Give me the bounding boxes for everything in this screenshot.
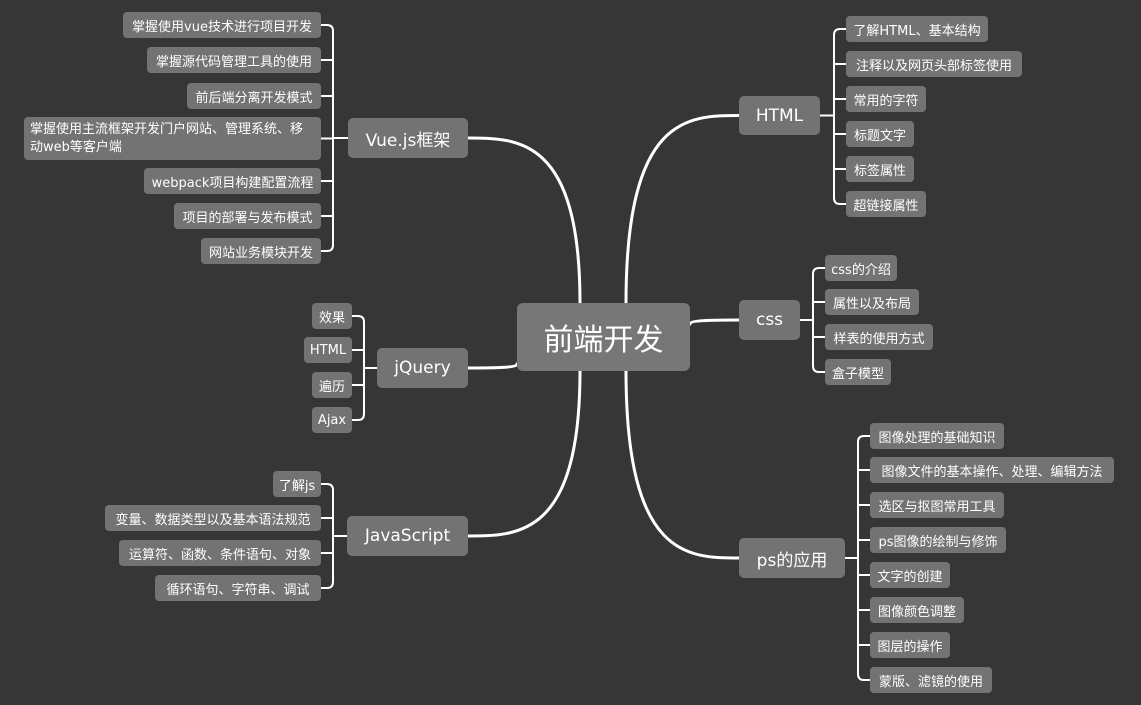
leaf-html-5[interactable]: 超链接属性 [846, 191, 926, 217]
leaf-css-3[interactable]: 盒子模型 [825, 359, 891, 385]
leaf-ps-3[interactable]: ps图像的绘制与修饰 [870, 527, 1006, 553]
leaf-css-1[interactable]: 属性以及布局 [825, 289, 919, 315]
branch-javascript[interactable]: JavaScript [347, 516, 468, 556]
leaf-vue-3[interactable]: 掌握使用主流框架开发门户网站、管理系统、移动web等客户端 [24, 117, 321, 160]
leaf-html-1[interactable]: 注释以及网页头部标签使用 [846, 51, 1022, 77]
leaf-html-3[interactable]: 标题文字 [846, 121, 914, 147]
leaf-ps-2[interactable]: 选区与抠图常用工具 [870, 492, 1004, 518]
leaf-ps-5[interactable]: 图像颜色调整 [870, 597, 964, 623]
leaf-html-0[interactable]: 了解HTML、基本结构 [846, 16, 988, 42]
branch-css-bracket [812, 267, 820, 373]
leaf-vue-6[interactable]: 网站业务模块开发 [201, 238, 321, 264]
leaf-js-2[interactable]: 运算符、函数、条件语句、对象 [119, 540, 321, 566]
branch-jquery-bracket [357, 315, 365, 421]
leaf-js-3[interactable]: 循环语句、字符串、调试 [155, 575, 321, 601]
leaf-ps-6[interactable]: 图层的操作 [870, 632, 950, 658]
leaf-jquery-0[interactable]: 效果 [312, 303, 352, 329]
leaf-ps-1[interactable]: 图像文件的基本操作、处理、编辑方法 [870, 457, 1114, 483]
leaf-jquery-2[interactable]: 遍历 [312, 372, 352, 398]
root-node[interactable]: 前端开发 [517, 303, 690, 371]
leaf-jquery-3[interactable]: Ajax [312, 407, 352, 433]
leaf-vue-2[interactable]: 前后端分离开发模式 [187, 83, 321, 109]
branch-html-link [624, 114, 741, 305]
leaf-ps-4[interactable]: 文字的创建 [870, 562, 950, 588]
leaf-vue-0[interactable]: 掌握使用vue技术进行项目开发 [123, 12, 321, 38]
leaf-html-2[interactable]: 常用的字符 [846, 86, 926, 112]
leaf-ps-7[interactable]: 蒙版、滤镜的使用 [870, 667, 992, 693]
branch-html-bracket [833, 28, 841, 205]
branch-ps[interactable]: ps的应用 [739, 538, 845, 578]
leaf-ps-0[interactable]: 图像处理的基础知识 [870, 423, 1004, 449]
branch-css[interactable]: css [739, 300, 800, 340]
branch-jquery[interactable]: jQuery [377, 348, 468, 388]
leaf-vue-1[interactable]: 掌握源代码管理工具的使用 [147, 47, 321, 73]
branch-vue-link [466, 136, 582, 305]
branch-css-link [688, 318, 741, 326]
leaf-css-0[interactable]: css的介绍 [825, 255, 897, 281]
leaf-css-2[interactable]: 样表的使用方式 [825, 324, 933, 350]
branch-javascript-link [466, 369, 582, 538]
leaf-html-4[interactable]: 标签属性 [846, 156, 914, 182]
branch-ps-bracket [857, 435, 865, 681]
leaf-jquery-1[interactable]: HTML [304, 337, 352, 363]
branch-html[interactable]: HTML [739, 96, 820, 135]
branch-jquery-link [466, 362, 519, 370]
leaf-js-1[interactable]: 变量、数据类型以及基本语法规范 [105, 505, 321, 531]
leaf-vue-5[interactable]: 项目的部署与发布模式 [174, 203, 321, 229]
branch-javascript-bracket [326, 483, 334, 589]
leaf-js-0[interactable]: 了解js [273, 471, 321, 497]
branch-ps-link [624, 369, 741, 560]
leaf-vue-4[interactable]: webpack项目构建配置流程 [144, 168, 321, 194]
branch-vue[interactable]: Vue.js框架 [348, 118, 468, 158]
